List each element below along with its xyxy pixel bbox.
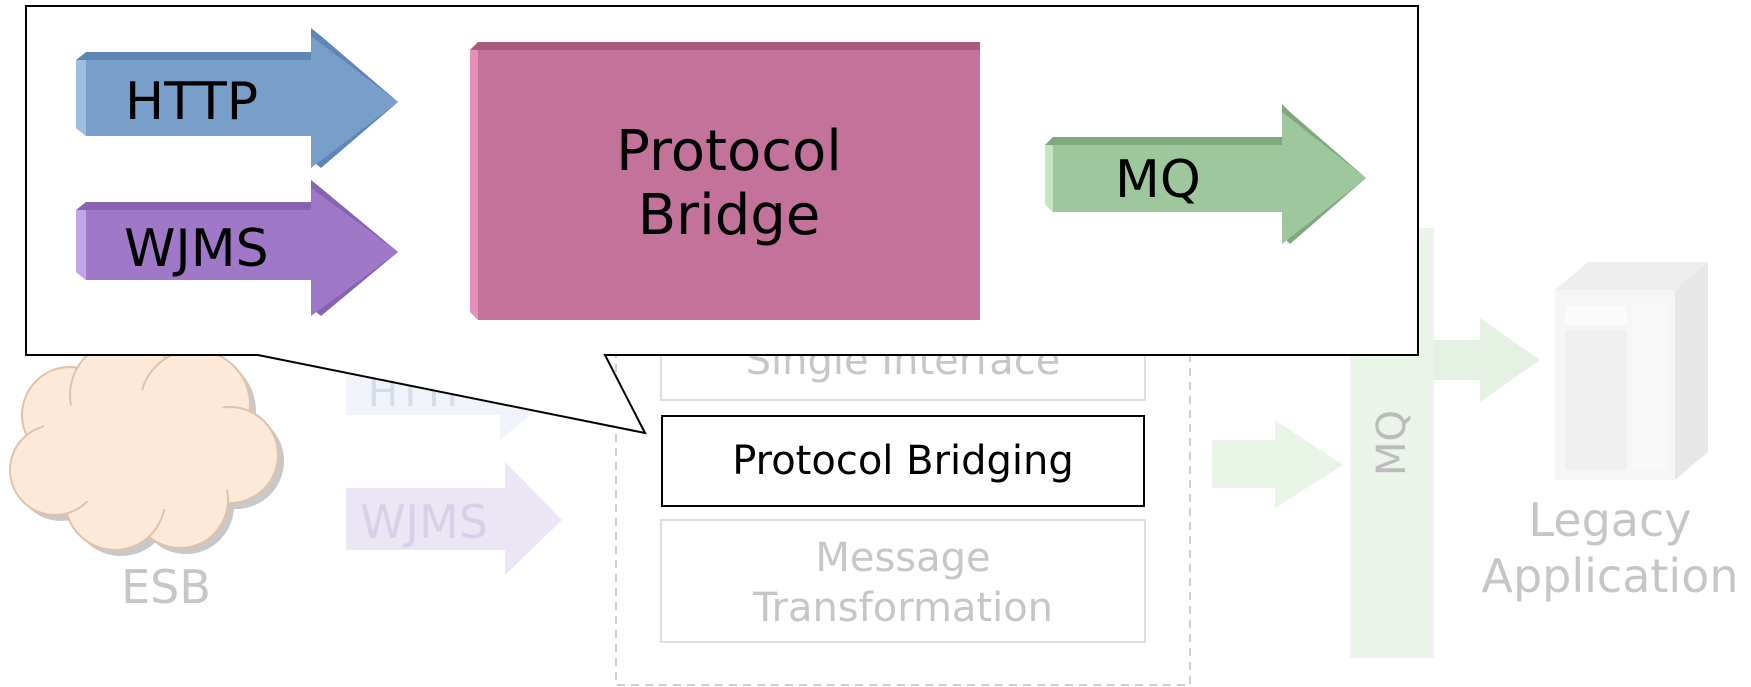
esb-cloud-icon — [9, 339, 284, 556]
protocol-bridge-line2: Bridge — [637, 183, 821, 248]
protocol-bridge-box — [470, 42, 980, 320]
protocol-bridge-label: Protocol Bridge — [478, 120, 980, 248]
bg-mq-arrow — [1212, 420, 1343, 508]
message-transformation-line1: Message — [815, 535, 991, 581]
message-transformation-label: Message Transformation — [661, 533, 1145, 633]
legacy-line1: Legacy — [1528, 493, 1692, 547]
legacy-application-label: Legacy Application — [1465, 492, 1751, 604]
http-arrow — [76, 28, 398, 168]
wjms-arrow — [76, 180, 398, 316]
legacy-line2: Application — [1481, 549, 1739, 603]
legacy-server-icon — [1555, 262, 1708, 480]
bg-wjms-arrow — [346, 462, 562, 575]
callout-wjms-label: WJMS — [124, 219, 269, 279]
bg-wjms-label: WJMS — [360, 495, 488, 549]
protocol-bridging-label: Protocol Bridging — [732, 438, 1074, 484]
callout-mq-label: MQ — [1115, 150, 1201, 210]
message-transformation-line2: Transformation — [752, 585, 1054, 631]
callout-http-label: HTTP — [125, 72, 259, 132]
protocol-bridging-box[interactable]: Protocol Bridging — [661, 415, 1145, 507]
mq-arrow — [1045, 104, 1366, 244]
esb-label: ESB — [121, 560, 211, 614]
protocol-bridge-line1: Protocol — [616, 119, 842, 184]
